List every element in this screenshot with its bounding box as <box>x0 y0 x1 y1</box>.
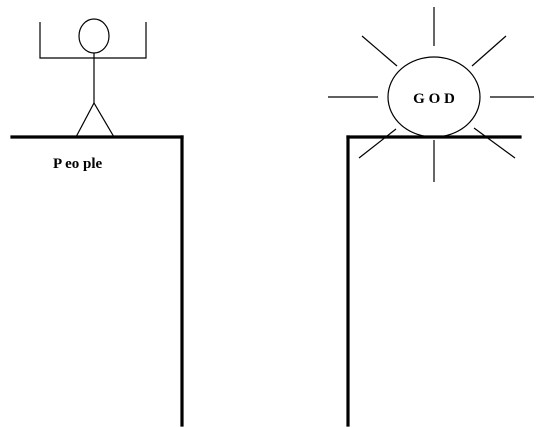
sun-ray-top-right <box>472 36 506 66</box>
stick-figure <box>40 19 146 137</box>
figure-right-arm <box>94 22 146 58</box>
figure-legs <box>76 103 114 137</box>
god-label: G O D <box>413 91 455 107</box>
sun-ray-bottom-right <box>474 128 515 158</box>
sun-ray-top-left <box>362 36 397 66</box>
sun-ray-bottom-left <box>359 129 396 158</box>
figure-head <box>79 19 109 53</box>
people-label: P eo ple <box>53 156 103 172</box>
people-cliff <box>12 137 182 425</box>
figure-left-arm <box>40 22 94 58</box>
